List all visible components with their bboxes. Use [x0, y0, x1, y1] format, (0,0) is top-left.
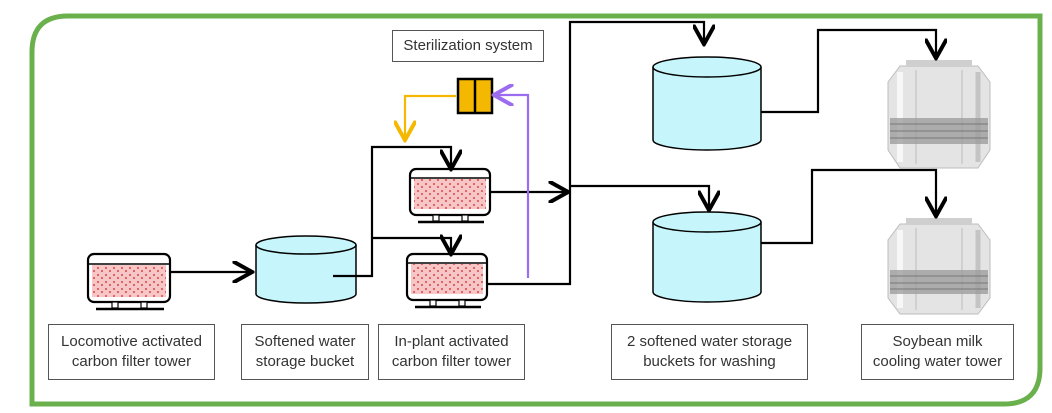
- pipe-bucket-to-lower-tower: [372, 238, 451, 252]
- sterilization-system-label: Sterilization system: [392, 30, 544, 62]
- pipe-to-lower-tank: [570, 184, 709, 208]
- pipelines: [170, 20, 936, 286]
- inplant-filter-tower-upper: [408, 167, 492, 224]
- yellow-dosing-line: [405, 94, 456, 138]
- pipe-main-riser: [487, 20, 704, 286]
- washing-tank-upper: [652, 56, 762, 151]
- locomotive-filter-tower: [86, 252, 172, 311]
- purple-return-line: [496, 95, 530, 278]
- pipe-upper-tank-to-tower: [761, 28, 936, 114]
- frame-border: [29, 13, 1043, 407]
- washing-tank-lower: [652, 211, 762, 303]
- cooling-tower-label: Soybean milk cooling water tower: [861, 324, 1014, 380]
- locomotive-filter-label: Locomotive activated carbon filter tower: [48, 324, 215, 380]
- pipe-bucket-to-upper-tower: [333, 145, 451, 278]
- softened-water-bucket: [255, 235, 357, 304]
- inplant-filter-tower-lower: [405, 252, 489, 309]
- pipe-lower-tank-to-tower: [761, 168, 936, 245]
- washing-buckets-label: 2 softened water storage buckets for was…: [611, 324, 808, 380]
- sterilizer-unit: [456, 77, 494, 115]
- cooling-tower-lower: [887, 218, 991, 315]
- softened-bucket-label: Softened water storage bucket: [241, 324, 369, 380]
- inplant-filter-label: In-plant activated carbon filter tower: [378, 324, 525, 380]
- cooling-tower-upper: [887, 60, 991, 169]
